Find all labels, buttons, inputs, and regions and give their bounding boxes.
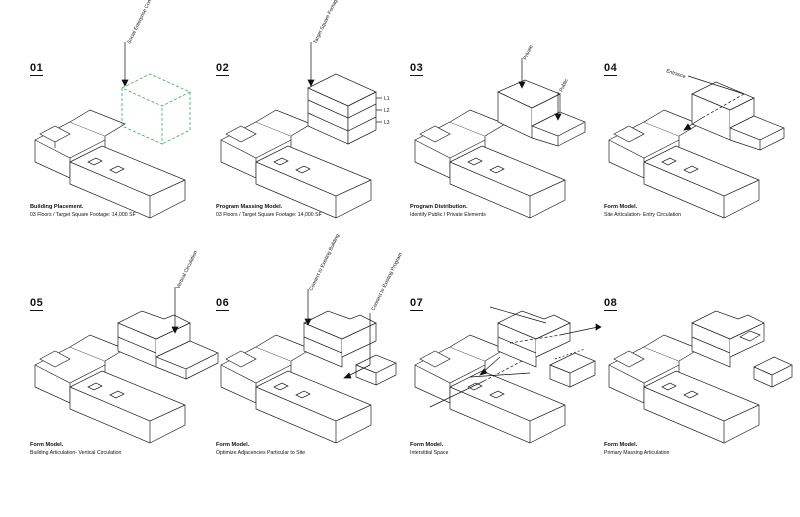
step-number: 06 [216,297,230,311]
massing-diagram: Social Enterprise Complex [34,0,191,219]
step-title: Program Massing Model. [216,204,283,210]
step-panel-03: 03 Private Publ [410,44,600,282]
massing-diagram: Private Public [414,44,586,219]
label-public: Public [558,78,570,93]
step-panel-02: 02 Target Square Footage [216,0,406,282]
label-l3: L3 [384,120,390,126]
step-number: 07 [410,297,424,311]
step-panel-06: 06 Connect t [216,233,406,517]
step-subtitle: Identify Public / Private Elements [410,212,486,218]
massing-diagram [608,310,793,444]
step-title: Building Placement. [30,204,84,210]
step-title: Program Distribution. [410,204,468,210]
step-panel-04: 04 Entrance Form Model. Si [604,62,794,282]
label-social-enterprise: Social Enterprise Complex [126,0,157,45]
label-entrance: Entrance [665,68,686,80]
label-l2: L2 [384,108,390,114]
step-panel-08: 08 Form Model. Primary Massing Articulat… [604,297,794,517]
step-number: 04 [604,62,618,76]
step-subtitle: Interstitial Space [410,450,449,456]
step-title: Form Model. [30,442,64,448]
step-subtitle: 03 Floors / Target Square Footage: 14,00… [30,212,136,218]
step-number: 03 [410,62,424,76]
step-subtitle: Site Articulation- Entry Circulation [604,212,681,218]
step-title: Form Model. [216,442,250,448]
massing-diagram: Vertical Circulation [34,250,219,444]
step-title: Form Model. [604,442,638,448]
step-subtitle: 03 Floors / Target Square Footage: 14,00… [216,212,322,218]
massing-diagram: Entrance [608,68,785,219]
massing-diagram [414,306,602,444]
step-subtitle: Building Articulation- Vertical Circulat… [30,450,122,456]
label-private: Private [522,44,534,61]
step-subtitle: Optimize Adjacencies Particular to Site [216,450,306,456]
label-l1: L1 [384,96,390,102]
step-number: 01 [30,62,44,76]
step-number: 08 [604,297,618,311]
step-title: Form Model. [604,204,638,210]
step-panel-05: 05 Vertical Circulation Form Model. [30,250,220,517]
step-subtitle: Primary Massing Articulation [604,450,670,456]
step-title: Form Model. [410,442,444,448]
label-target-sf: Target Square Footage [312,0,340,45]
step-panel-01: 01 Social Enterprise Complex [30,0,220,282]
step-number: 05 [30,297,44,311]
massing-diagram: Connect to Existing Building Connect to … [220,233,404,444]
massing-diagram: Target Square Footage L1 L2 L3 [220,0,390,219]
step-number: 02 [216,62,230,76]
step-panel-07: 07 [410,297,602,517]
